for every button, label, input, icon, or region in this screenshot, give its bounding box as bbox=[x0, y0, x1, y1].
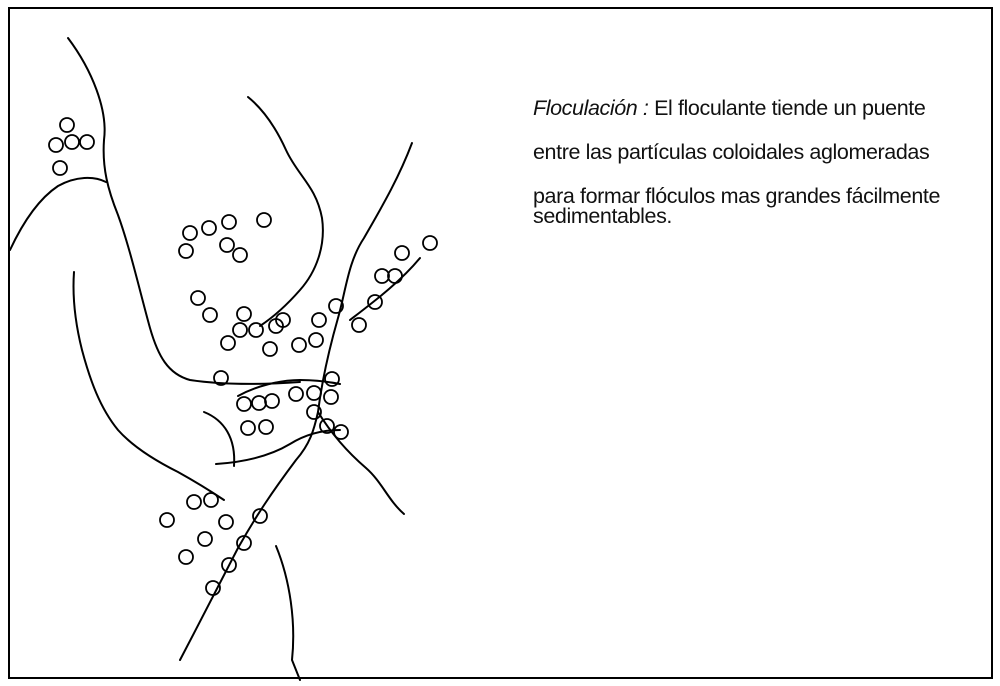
polymer-chain bbox=[204, 412, 234, 466]
colloidal-particle bbox=[220, 238, 234, 252]
colloidal-particle bbox=[219, 515, 233, 529]
colloidal-particle bbox=[307, 386, 321, 400]
colloidal-particle bbox=[325, 372, 339, 386]
colloidal-particle bbox=[198, 532, 212, 546]
colloidal-particle bbox=[53, 161, 67, 175]
colloidal-particle bbox=[352, 318, 366, 332]
colloidal-particle bbox=[334, 425, 348, 439]
colloidal-particles bbox=[49, 118, 437, 595]
colloidal-particle bbox=[221, 336, 235, 350]
colloidal-particle bbox=[202, 221, 216, 235]
colloidal-particle bbox=[203, 308, 217, 322]
colloidal-particle bbox=[204, 493, 218, 507]
caption-term: Floculación : bbox=[533, 96, 649, 120]
colloidal-particle bbox=[191, 291, 205, 305]
colloidal-particle bbox=[179, 550, 193, 564]
colloidal-particle bbox=[179, 244, 193, 258]
polymer-chain bbox=[318, 412, 404, 514]
colloidal-particle bbox=[388, 269, 402, 283]
colloidal-particle bbox=[80, 135, 94, 149]
colloidal-particle bbox=[160, 513, 174, 527]
caption-line-1: Floculación : El floculante tiende un pu… bbox=[533, 86, 995, 130]
colloidal-particle bbox=[309, 333, 323, 347]
polymer-chain bbox=[10, 178, 106, 250]
colloidal-particle bbox=[241, 421, 255, 435]
colloidal-particle bbox=[252, 396, 266, 410]
polymer-chain bbox=[350, 258, 420, 320]
colloidal-particle bbox=[263, 342, 277, 356]
colloidal-particle bbox=[60, 118, 74, 132]
colloidal-particle bbox=[249, 323, 263, 337]
colloidal-particle bbox=[312, 313, 326, 327]
colloidal-particle bbox=[292, 338, 306, 352]
caption-text-1: El floculante tiende un puente bbox=[654, 96, 925, 120]
colloidal-particle bbox=[289, 387, 303, 401]
caption-line-2: entre las partículas coloidales aglomera… bbox=[533, 130, 995, 174]
polymer-chain bbox=[248, 97, 323, 326]
colloidal-particle bbox=[395, 246, 409, 260]
colloidal-particle bbox=[183, 226, 197, 240]
colloidal-particle bbox=[257, 213, 271, 227]
colloidal-particle bbox=[259, 420, 273, 434]
colloidal-particle bbox=[187, 495, 201, 509]
polymer-chain bbox=[276, 546, 300, 680]
flocculation-caption: Floculación : El floculante tiende un pu… bbox=[533, 86, 995, 226]
colloidal-particle bbox=[222, 215, 236, 229]
colloidal-particle bbox=[368, 295, 382, 309]
colloidal-particle bbox=[265, 394, 279, 408]
colloidal-particle bbox=[423, 236, 437, 250]
colloidal-particle bbox=[233, 323, 247, 337]
colloidal-particle bbox=[65, 135, 79, 149]
colloidal-particle bbox=[237, 307, 251, 321]
polymer-chain bbox=[68, 38, 300, 384]
colloidal-particle bbox=[233, 248, 247, 262]
colloidal-particle bbox=[324, 390, 338, 404]
polymer-chain bbox=[73, 272, 224, 500]
colloidal-particle bbox=[237, 397, 251, 411]
colloidal-particle bbox=[49, 138, 63, 152]
colloidal-particle bbox=[375, 269, 389, 283]
